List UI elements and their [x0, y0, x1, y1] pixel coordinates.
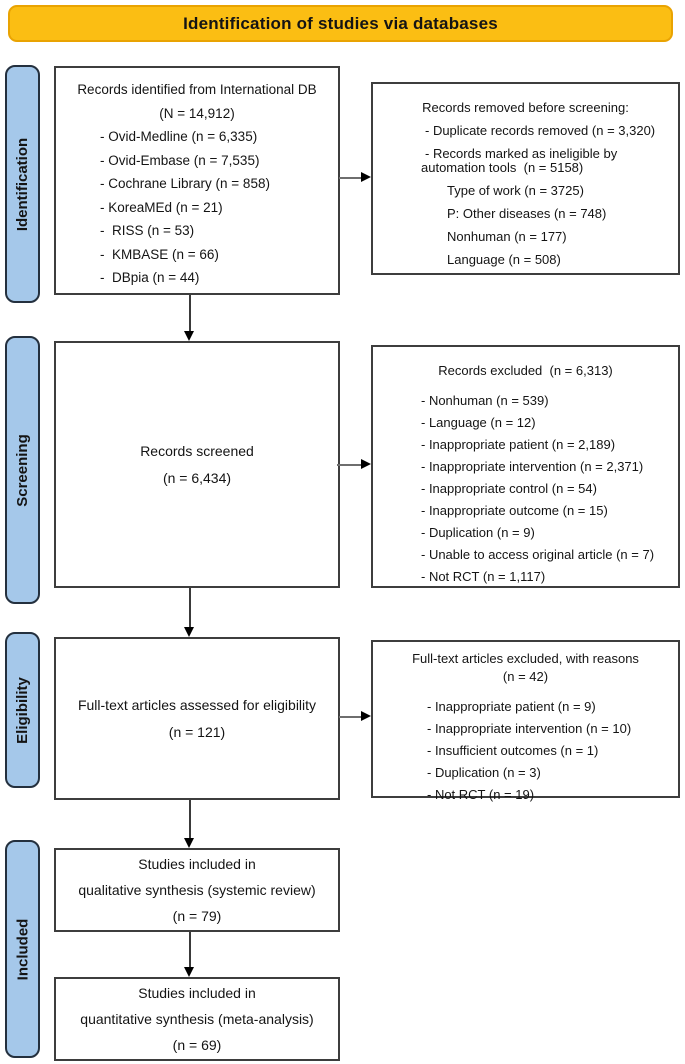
arrow-screened-to-excluded	[337, 464, 363, 466]
text-line: - RISS (n = 53)	[100, 223, 195, 238]
text-line: automation tools (n = 5158)	[421, 160, 584, 175]
text-line: - Cochrane Library (n = 858)	[100, 176, 270, 191]
box-fulltext-excluded: Full-text articles excluded, with reason…	[371, 640, 680, 802]
arrow-fulltext-to-qualitative	[189, 800, 191, 840]
text-line: Records screened	[140, 442, 254, 459]
arrow-qualitative-to-quantitative	[189, 932, 191, 969]
text-line: Nonhuman (n = 177)	[447, 229, 567, 244]
arrowhead-down-icon	[184, 627, 194, 637]
arrowhead-down-icon	[184, 331, 194, 341]
text-line: - Duplicate records removed (n = 3,320)	[425, 123, 656, 138]
arrowhead-right-icon	[361, 459, 371, 469]
banner-title-text: Identification of studies via databases	[183, 13, 498, 33]
text-line: (n = 6,434)	[162, 469, 232, 486]
text-line: Records removed before screening:	[422, 100, 629, 115]
text-line: - Duplication (n = 3)	[427, 765, 541, 780]
text-line: Language (n = 508)	[447, 252, 561, 267]
text-line: - Inappropriate outcome (n = 15)	[421, 503, 608, 518]
text-line: qualitative synthesis (systemic review)	[78, 882, 316, 898]
text-line: P: Other diseases (n = 748)	[447, 206, 607, 221]
arrowhead-down-icon	[184, 838, 194, 848]
stage-label-text: Included	[14, 918, 32, 980]
text-line: Records excluded (n = 6,313)	[438, 363, 613, 378]
arrow-screened-to-fulltext	[189, 588, 191, 629]
text-line: - Duplication (n = 9)	[421, 525, 535, 540]
text-line: Records identified from International DB	[77, 82, 317, 97]
arrow-identified-to-screened	[189, 295, 191, 333]
text-line: - KoreaMEd (n = 21)	[100, 199, 223, 215]
text-line: (n = 69)	[172, 1037, 222, 1053]
arrow-identified-to-removed	[339, 177, 363, 179]
stage-label-eligibility: Eligibility	[5, 632, 40, 788]
arrowhead-right-icon	[361, 711, 371, 721]
text-line: Studies included in	[138, 985, 256, 1001]
text-line: - Inappropriate intervention (n = 10)	[427, 721, 632, 736]
text-line: - Inappropriate intervention (n = 2,371)	[421, 459, 644, 474]
text-line: (n = 42)	[502, 669, 549, 684]
arrowhead-down-icon	[184, 967, 194, 977]
text-line: - Ovid-Embase (n = 7,535)	[100, 152, 260, 168]
text-line: - Not RCT (n = 1,117)	[421, 569, 546, 584]
text-line: Studies included in	[138, 856, 256, 872]
box-quantitative-synthesis: Studies included in quantitative synthesi…	[54, 977, 340, 1061]
stage-label-included: Included	[5, 840, 40, 1058]
text-line: quantitative synthesis (meta-analysis)	[80, 1011, 314, 1027]
text-line: Full-text articles assessed for eligibil…	[77, 696, 317, 713]
text-line: (n = 79)	[172, 908, 222, 924]
text-line: Full-text articles excluded, with reason…	[412, 651, 639, 666]
text-line: - Records marked as ineligible by	[425, 146, 618, 161]
stage-label-text: Eligibility	[14, 676, 31, 744]
box-records-removed-before-screening: Records removed before screening: - Dupli…	[371, 82, 680, 275]
text-line: - Language (n = 12)	[421, 415, 536, 430]
text-line: - KMBASE (n = 66)	[100, 246, 219, 262]
text-line: - Inappropriate patient (n = 9)	[427, 699, 596, 714]
box-qualitative-synthesis: Studies included in qualitative synthesis…	[54, 848, 340, 932]
text-line: - Unable to access original article (n =…	[421, 547, 655, 562]
banner-title: Identification of studies via databases	[8, 5, 673, 42]
text-line: - Insufficient outcomes (n = 1)	[427, 743, 599, 758]
stage-label-text: Screening	[14, 433, 31, 507]
text-line: (n = 121)	[168, 723, 226, 740]
text-line: - DBpia (n = 44)	[100, 270, 200, 285]
text-line: - Nonhuman (n = 539)	[421, 393, 549, 408]
box-records-screened: Records screened (n = 6,434)	[54, 341, 340, 588]
stage-label-screening: Screening	[5, 336, 40, 604]
arrowhead-right-icon	[361, 172, 371, 182]
text-line: - Not RCT (n = 19)	[427, 787, 535, 802]
box-records-identified: Records identified from International DB…	[54, 66, 340, 295]
text-line: - Inappropriate patient (n = 2,189)	[421, 437, 616, 452]
box-records-excluded: Records excluded (n = 6,313) - Nonhuman (…	[371, 345, 680, 588]
box-fulltext-assessed: Full-text articles assessed for eligibil…	[54, 637, 340, 800]
stage-label-identification: Identification	[5, 65, 40, 303]
text-line: - Inappropriate control (n = 54)	[421, 481, 597, 496]
text-line: (N = 14,912)	[159, 105, 235, 121]
text-line: - Ovid-Medline (n = 6,335)	[100, 129, 258, 144]
stage-label-text: Identification	[14, 137, 31, 231]
arrow-fulltext-to-ft-excluded	[339, 716, 363, 718]
text-line: Type of work (n = 3725)	[447, 183, 584, 198]
